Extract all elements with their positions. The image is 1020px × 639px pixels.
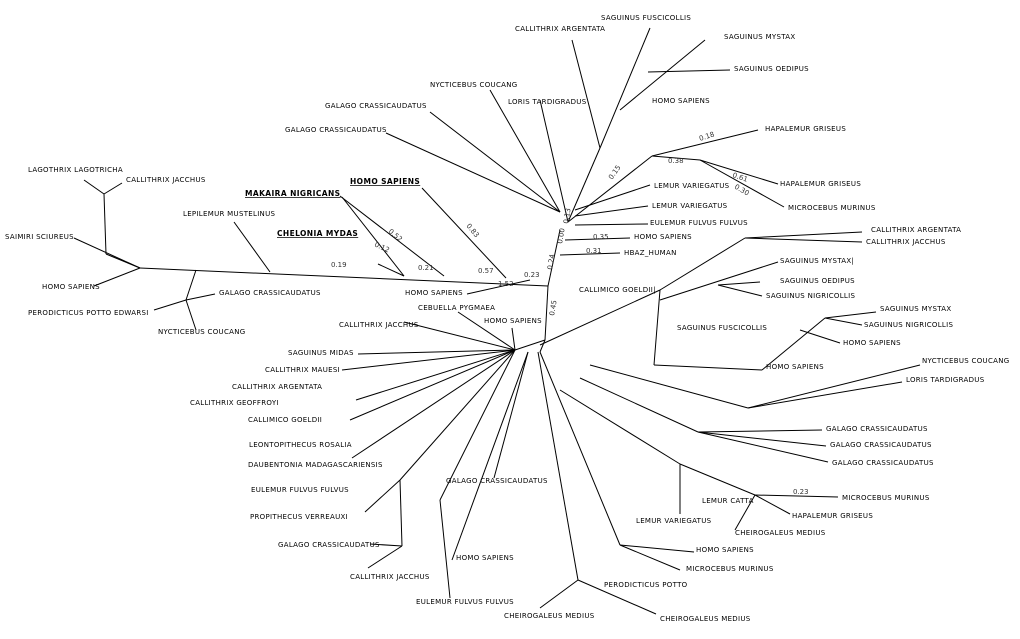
taxon-label: CALLITHRIX JACCHUS bbox=[350, 573, 430, 581]
taxon-label: SAGUINUS FUSCICOLLIS bbox=[601, 14, 691, 22]
taxon-label: HOMO SAPIENS bbox=[456, 554, 514, 562]
taxon-label: HOMO SAPIENS bbox=[696, 546, 754, 554]
taxon-label: CALLITHRIX JACCHUS bbox=[866, 238, 946, 246]
taxon-label: SAGUINUS MYSTAX bbox=[880, 305, 951, 313]
taxon-label: CEBUELLA PYGMAEA bbox=[418, 304, 495, 312]
branch-length-label: 1.52 bbox=[498, 280, 514, 288]
taxon-label: HOMO SAPIENS bbox=[405, 289, 463, 297]
taxon-label: SAGUINUS MYSTAX bbox=[724, 33, 795, 41]
taxon-label: HOMO SAPIENS bbox=[766, 363, 824, 371]
branch-length-label: 0.24 bbox=[546, 253, 557, 270]
taxon-label: SAGUINUS NIGRICOLLIS bbox=[864, 321, 953, 329]
taxon-label: LORIS TARDIGRADUS bbox=[906, 376, 985, 384]
taxon-label: NYCTICEBUS COUCANG bbox=[430, 81, 518, 89]
taxon-label: MICROCEBUS MURINUS bbox=[788, 204, 876, 212]
highlighted-taxon-label: CHELONIA MYDAS bbox=[277, 229, 358, 238]
taxon-label: LAGOTHRIX LAGOTRICHA bbox=[28, 166, 123, 174]
taxon-label: MICROCEBUS MURINUS bbox=[686, 565, 774, 573]
taxon-labels: SAGUINUS FUSCICOLLIS CALLITHRIX ARGENTAT… bbox=[5, 14, 1010, 623]
taxon-label: NYCTICEBUS COUCANG bbox=[922, 357, 1010, 365]
taxon-label: HAPALEMUR GRISEUS bbox=[780, 180, 861, 188]
taxon-label: CALLITHRIX JACCHUS bbox=[339, 321, 419, 329]
taxon-label: CHEIROGALEUS MEDIUS bbox=[504, 612, 595, 620]
taxon-label: LEONTOPITHECUS ROSALIA bbox=[249, 441, 352, 449]
taxon-label: HOMO SAPIENS bbox=[42, 283, 100, 291]
taxon-label: GALAGO CRASSICAUDATUS bbox=[285, 126, 387, 134]
taxon-label: LEMUR VARIEGATUS bbox=[636, 517, 712, 525]
taxon-label: HOMO SAPIENS bbox=[484, 317, 542, 325]
branch-length-label: 0.23 bbox=[524, 271, 540, 279]
taxon-label: CALLITHRIX MAUESI bbox=[265, 366, 340, 374]
taxon-label: GALAGO CRASSICAUDATUS bbox=[325, 102, 427, 110]
branch-length-label: 0.38 bbox=[668, 157, 684, 165]
taxon-label: LEMUR VARIEGATUS bbox=[652, 202, 728, 210]
taxon-label: PROPITHECUS VERREAUXI bbox=[250, 513, 348, 521]
branch-length-label: 0.13 bbox=[562, 208, 573, 225]
taxon-label: SAGUINUS FUSCICOLLIS bbox=[677, 324, 767, 332]
taxon-label: SAGUINUS OEDIPUS bbox=[734, 65, 809, 73]
taxon-label: SAGUINUS MIDAS bbox=[288, 349, 354, 357]
branch-length-label: 0.19 bbox=[331, 261, 347, 269]
taxon-label: CALLITHRIX GEOFFROYI bbox=[190, 399, 279, 407]
taxon-label: LORIS TARDIGRADUS bbox=[508, 98, 587, 106]
branch-length-label: 0.21 bbox=[418, 264, 434, 272]
taxon-label: SAIMIRI SCIUREUS bbox=[5, 233, 74, 241]
taxon-label: EULEMUR FULVUS FULVUS bbox=[650, 219, 748, 227]
taxon-label: GALAGO CRASSICAUDATUS bbox=[446, 477, 548, 485]
highlighted-taxon-label: HOMO SAPIENS bbox=[350, 177, 420, 186]
tree-branches bbox=[73, 27, 921, 615]
taxon-label: CALLITHRIX ARGENTATA bbox=[871, 226, 961, 234]
taxon-label: CALLITHRIX ARGENTATA bbox=[515, 25, 605, 33]
taxon-label: LEMUR VARIEGATUS bbox=[654, 182, 730, 190]
taxon-label: DAUBENTONIA MADAGASCARIENSIS bbox=[248, 461, 383, 469]
branch-length-label: 0.23 bbox=[793, 488, 809, 496]
branch-length-label: 0.57 bbox=[478, 267, 494, 275]
branch-length-label: 0.45 bbox=[548, 300, 559, 317]
branch-length-label: 0.35 bbox=[593, 233, 609, 241]
taxon-label: PERODICTICUS POTTO bbox=[604, 581, 688, 589]
taxon-label: SAGUINUS MYSTAX| bbox=[780, 257, 854, 265]
taxon-label: CALLITHRIX ARGENTATA bbox=[232, 383, 322, 391]
taxon-label: SAGUINUS OEDIPUS bbox=[780, 277, 855, 285]
taxon-label: GALAGO CRASSICAUDATUS bbox=[219, 289, 321, 297]
taxon-label: HOMO SAPIENS bbox=[652, 97, 710, 105]
taxon-label: CALLITHRIX JACCHUS bbox=[126, 176, 206, 184]
branch-length-label: 0.31 bbox=[586, 247, 602, 255]
branch-length-label: 0.52 bbox=[387, 227, 404, 243]
branch-length-label: 0.00 bbox=[556, 228, 567, 245]
taxon-label: GALAGO CRASSICAUDATUS bbox=[830, 441, 932, 449]
taxon-label: EULEMUR FULVUS FULVUS bbox=[251, 486, 349, 494]
highlighted-taxon-label: MAKAIRA NIGRICANS bbox=[245, 189, 340, 198]
taxon-label: PERODICTICUS POTTO EDWARSI bbox=[28, 309, 149, 317]
taxon-label: GALAGO CRASSICAUDATUS bbox=[826, 425, 928, 433]
taxon-label: HOMO SAPIENS bbox=[843, 339, 901, 347]
branch-length-label: 0.15 bbox=[607, 164, 622, 181]
branch-length-label: 0.30 bbox=[733, 183, 751, 198]
taxon-label: HOMO SAPIENS bbox=[634, 233, 692, 241]
taxon-label: LEPILEMUR MUSTELINUS bbox=[183, 210, 276, 218]
taxon-label: MICROCEBUS MURINUS bbox=[842, 494, 930, 502]
taxon-label: EULEMUR FULVUS FULVUS bbox=[416, 598, 514, 606]
taxon-label: CHEIROGALEUS MEDIUS bbox=[735, 529, 826, 537]
highlighted-taxa: HOMO SAPIENS MAKAIRA NIGRICANS CHELONIA … bbox=[245, 177, 420, 238]
taxon-label: HBAZ_HUMAN bbox=[624, 249, 677, 257]
taxon-label: GALAGO CRASSICAUDATUS bbox=[278, 541, 380, 549]
taxon-label: CHEIROGALEUS MEDIUS bbox=[660, 615, 751, 623]
taxon-label: CALLIMICO GOELDII bbox=[248, 416, 322, 424]
taxon-label: NYCTICEBUS COUCANG bbox=[158, 328, 246, 336]
branch-length-label: 0.12 bbox=[373, 241, 391, 255]
taxon-label: SAGUINUS NIGRICOLLIS bbox=[766, 292, 855, 300]
taxon-label: HAPALEMUR GRISEUS bbox=[765, 125, 846, 133]
taxon-label: LEMUR CATTA bbox=[702, 497, 754, 505]
taxon-label: GALAGO CRASSICAUDATUS bbox=[832, 459, 934, 467]
taxon-label: HAPALEMUR GRISEUS bbox=[792, 512, 873, 520]
taxon-label: CALLIMICO GOELDII| bbox=[579, 286, 656, 294]
